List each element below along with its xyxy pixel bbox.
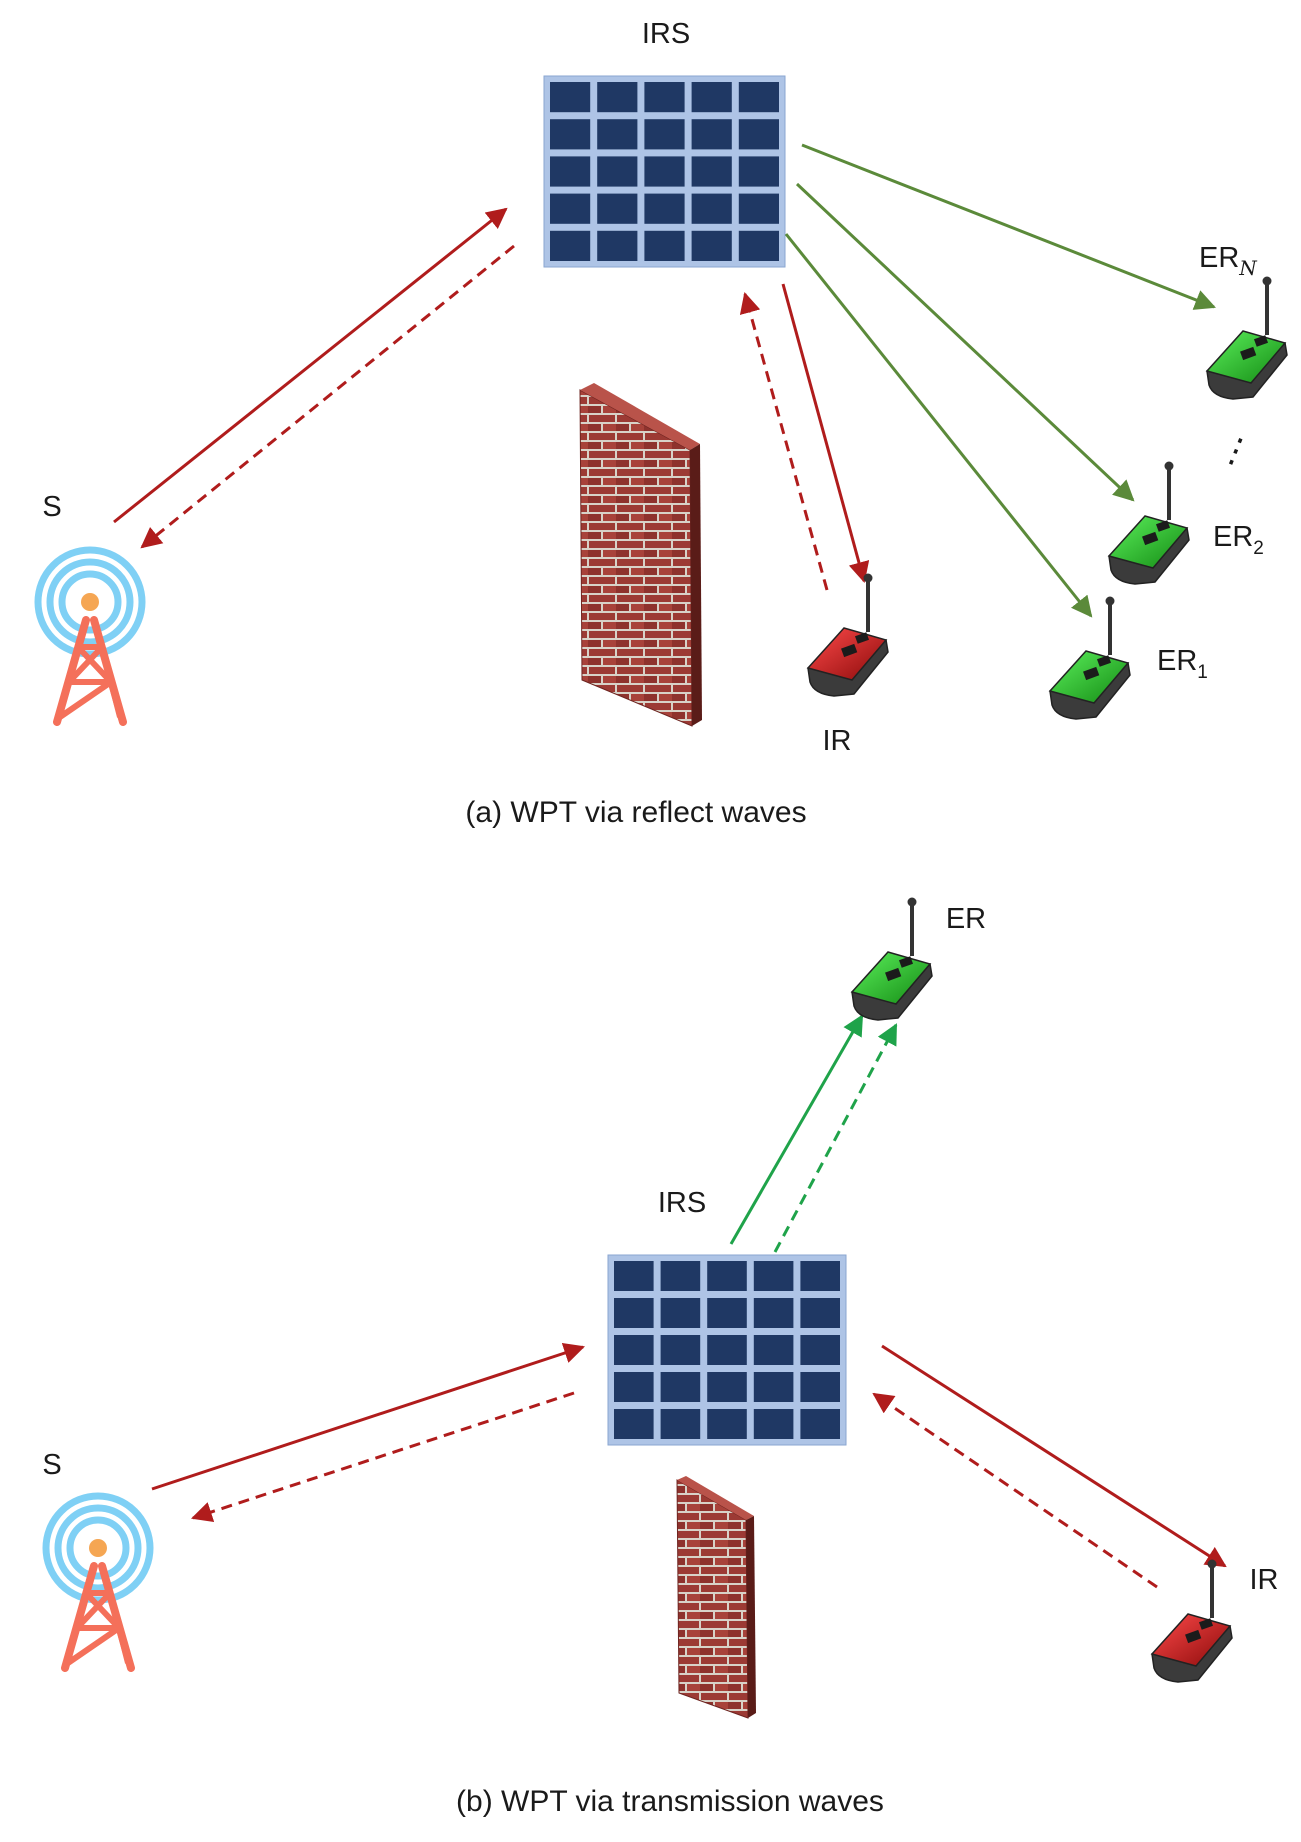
irs-element (550, 119, 591, 150)
ern-label: ERN (1199, 242, 1258, 280)
irs-element (707, 1409, 747, 1439)
irs-panel-a (543, 75, 786, 268)
ir-receiver-icon-a (806, 573, 889, 697)
irs-element (550, 230, 591, 261)
link-irs-to-s-b (191, 1391, 575, 1523)
ir-label-a: IR (823, 725, 852, 757)
irs-element (753, 1261, 794, 1291)
irs-element (707, 1372, 747, 1402)
ir-receiver-icon-b (1150, 1559, 1233, 1683)
irs-element (691, 82, 732, 113)
link-ir-to-irs-b (872, 1392, 1158, 1589)
er-label-b: ER (946, 903, 986, 935)
panel-b: IRS S ER IR (b) WPT via transmission wav… (42, 897, 1279, 1818)
irs-element (597, 193, 638, 224)
irs-element (707, 1335, 747, 1365)
source-tower-icon (34, 546, 146, 726)
irs-element (614, 1261, 654, 1291)
er-receiver-icon-b (850, 897, 933, 1021)
link-er-to-irs-b (773, 1023, 898, 1253)
irs-element (800, 1409, 840, 1439)
irs-element (691, 230, 732, 261)
irs-element (753, 1372, 794, 1402)
irs-element (738, 82, 779, 113)
irs-element (644, 156, 685, 187)
wall-a (579, 383, 702, 727)
irs-element (597, 230, 638, 261)
er2-receiver-icon (1107, 461, 1190, 585)
irs-element (644, 82, 685, 113)
irs-element (800, 1335, 840, 1365)
link-s-to-irs-b (151, 1342, 585, 1491)
irs-element (614, 1372, 654, 1402)
link-s-to-irs-a (113, 207, 508, 524)
link-irs-to-er-b (729, 1014, 864, 1245)
irs-label-a: IRS (642, 18, 690, 50)
irs-element (800, 1298, 840, 1328)
irs-element (614, 1409, 654, 1439)
link-irs-to-s-a (140, 244, 515, 549)
link-irs-to-ir-a (781, 283, 870, 584)
link-ir-to-irs-a (739, 291, 829, 591)
er1-label: ER1 (1157, 645, 1208, 683)
irs-element (660, 1372, 701, 1402)
er2-label: ER2 (1213, 521, 1264, 559)
irs-element (660, 1335, 701, 1365)
irs-element (707, 1261, 747, 1291)
irs-panel-b (607, 1254, 847, 1446)
ir-label-b: IR (1250, 1564, 1279, 1596)
irs-element (800, 1261, 840, 1291)
ern-receiver-icon (1205, 276, 1288, 400)
irs-element (597, 156, 638, 187)
caption-a: (a) WPT via reflect waves (465, 796, 806, 829)
irs-element (614, 1335, 654, 1365)
irs-element (597, 82, 638, 113)
wall-b (676, 1476, 756, 1719)
irs-element (691, 193, 732, 224)
link-irs-to-er2 (795, 182, 1135, 502)
source-label-a: S (42, 491, 61, 523)
panel-a: IRS S IR ERN ER2 ER1 ⋮ (a) WPT via refle… (34, 18, 1288, 829)
irs-element (707, 1298, 747, 1328)
source-tower-icon-b (42, 1492, 154, 1672)
irs-element (660, 1261, 701, 1291)
irs-element (738, 230, 779, 261)
ellipsis: ⋮ (1213, 426, 1260, 476)
irs-element (738, 119, 779, 150)
irs-element (644, 119, 685, 150)
irs-element (691, 119, 732, 150)
link-irs-to-er1 (784, 233, 1093, 618)
irs-element (644, 193, 685, 224)
link-irs-to-ern (801, 143, 1216, 310)
irs-element (753, 1298, 794, 1328)
irs-element (550, 156, 591, 187)
link-irs-to-ir-b (881, 1344, 1227, 1568)
irs-element (550, 82, 591, 113)
irs-element (614, 1298, 654, 1328)
irs-element (660, 1298, 701, 1328)
caption-b: (b) WPT via transmission waves (456, 1785, 884, 1818)
irs-element (738, 156, 779, 187)
irs-element (660, 1409, 701, 1439)
source-label-b: S (42, 1449, 61, 1481)
er1-receiver-icon (1048, 596, 1131, 720)
irs-element (753, 1409, 794, 1439)
irs-element (691, 156, 732, 187)
irs-element (738, 193, 779, 224)
irs-element (644, 230, 685, 261)
irs-label-b: IRS (658, 1187, 706, 1219)
irs-element (550, 193, 591, 224)
irs-element (800, 1372, 840, 1402)
irs-element (597, 119, 638, 150)
irs-element (753, 1335, 794, 1365)
